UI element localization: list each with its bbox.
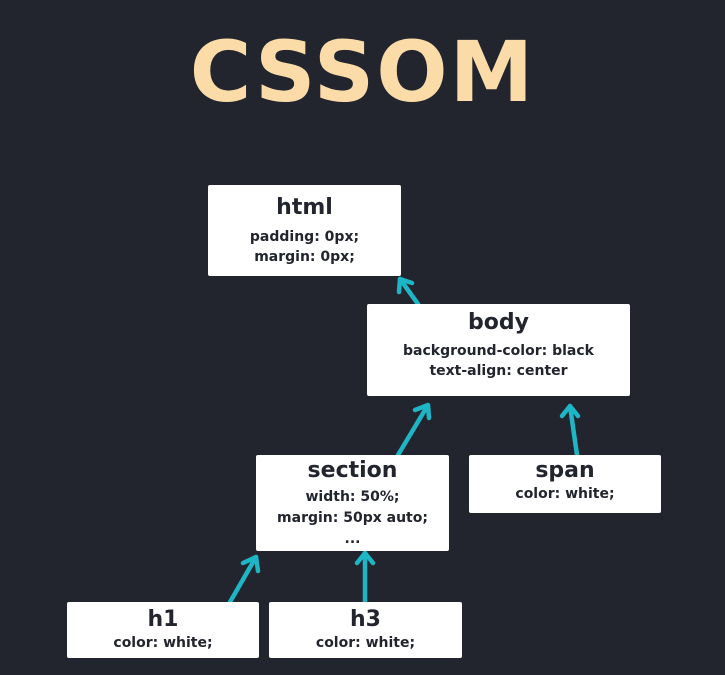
node-section-name: section xyxy=(307,458,398,483)
node-h1-rule: color: white; xyxy=(113,635,213,651)
arrow-h1-to-section xyxy=(227,554,261,605)
arrow-section-to-body xyxy=(395,402,432,458)
node-html-rule: margin: 0px; xyxy=(254,249,355,265)
diagram-title: CSSOM xyxy=(189,23,536,121)
node-h3-rule: color: white; xyxy=(315,635,416,651)
node-html-name: html xyxy=(276,195,333,220)
arrow-span-to-body xyxy=(559,403,581,458)
node-body: body background-color: black text-align:… xyxy=(367,304,630,396)
node-body-rule: background-color: black xyxy=(403,343,594,359)
node-h1: h1 color: white; xyxy=(67,602,259,658)
node-h3: h3 color: white; xyxy=(269,602,462,658)
node-section-rule: margin: 50px auto; xyxy=(277,510,428,526)
arrow-h3-to-section xyxy=(354,550,376,605)
node-html: html padding: 0px; margin: 0px; xyxy=(208,185,401,276)
node-section-rule-ellipsis: ... xyxy=(344,531,361,547)
node-section: section width: 50%; margin: 50px auto; .… xyxy=(256,455,449,551)
node-body-rule: text-align: center xyxy=(429,363,568,379)
node-html-rule: padding: 0px; xyxy=(249,229,360,245)
node-span: span color: white; xyxy=(469,455,661,513)
node-body-name: body xyxy=(468,310,529,335)
node-section-rule: width: 50%; xyxy=(305,489,400,505)
arrow-body-to-html xyxy=(396,276,421,307)
node-span-name: span xyxy=(535,458,595,483)
node-span-rule: color: white; xyxy=(515,486,615,502)
node-h1-name: h1 xyxy=(147,607,179,632)
node-h3-name: h3 xyxy=(350,607,381,632)
